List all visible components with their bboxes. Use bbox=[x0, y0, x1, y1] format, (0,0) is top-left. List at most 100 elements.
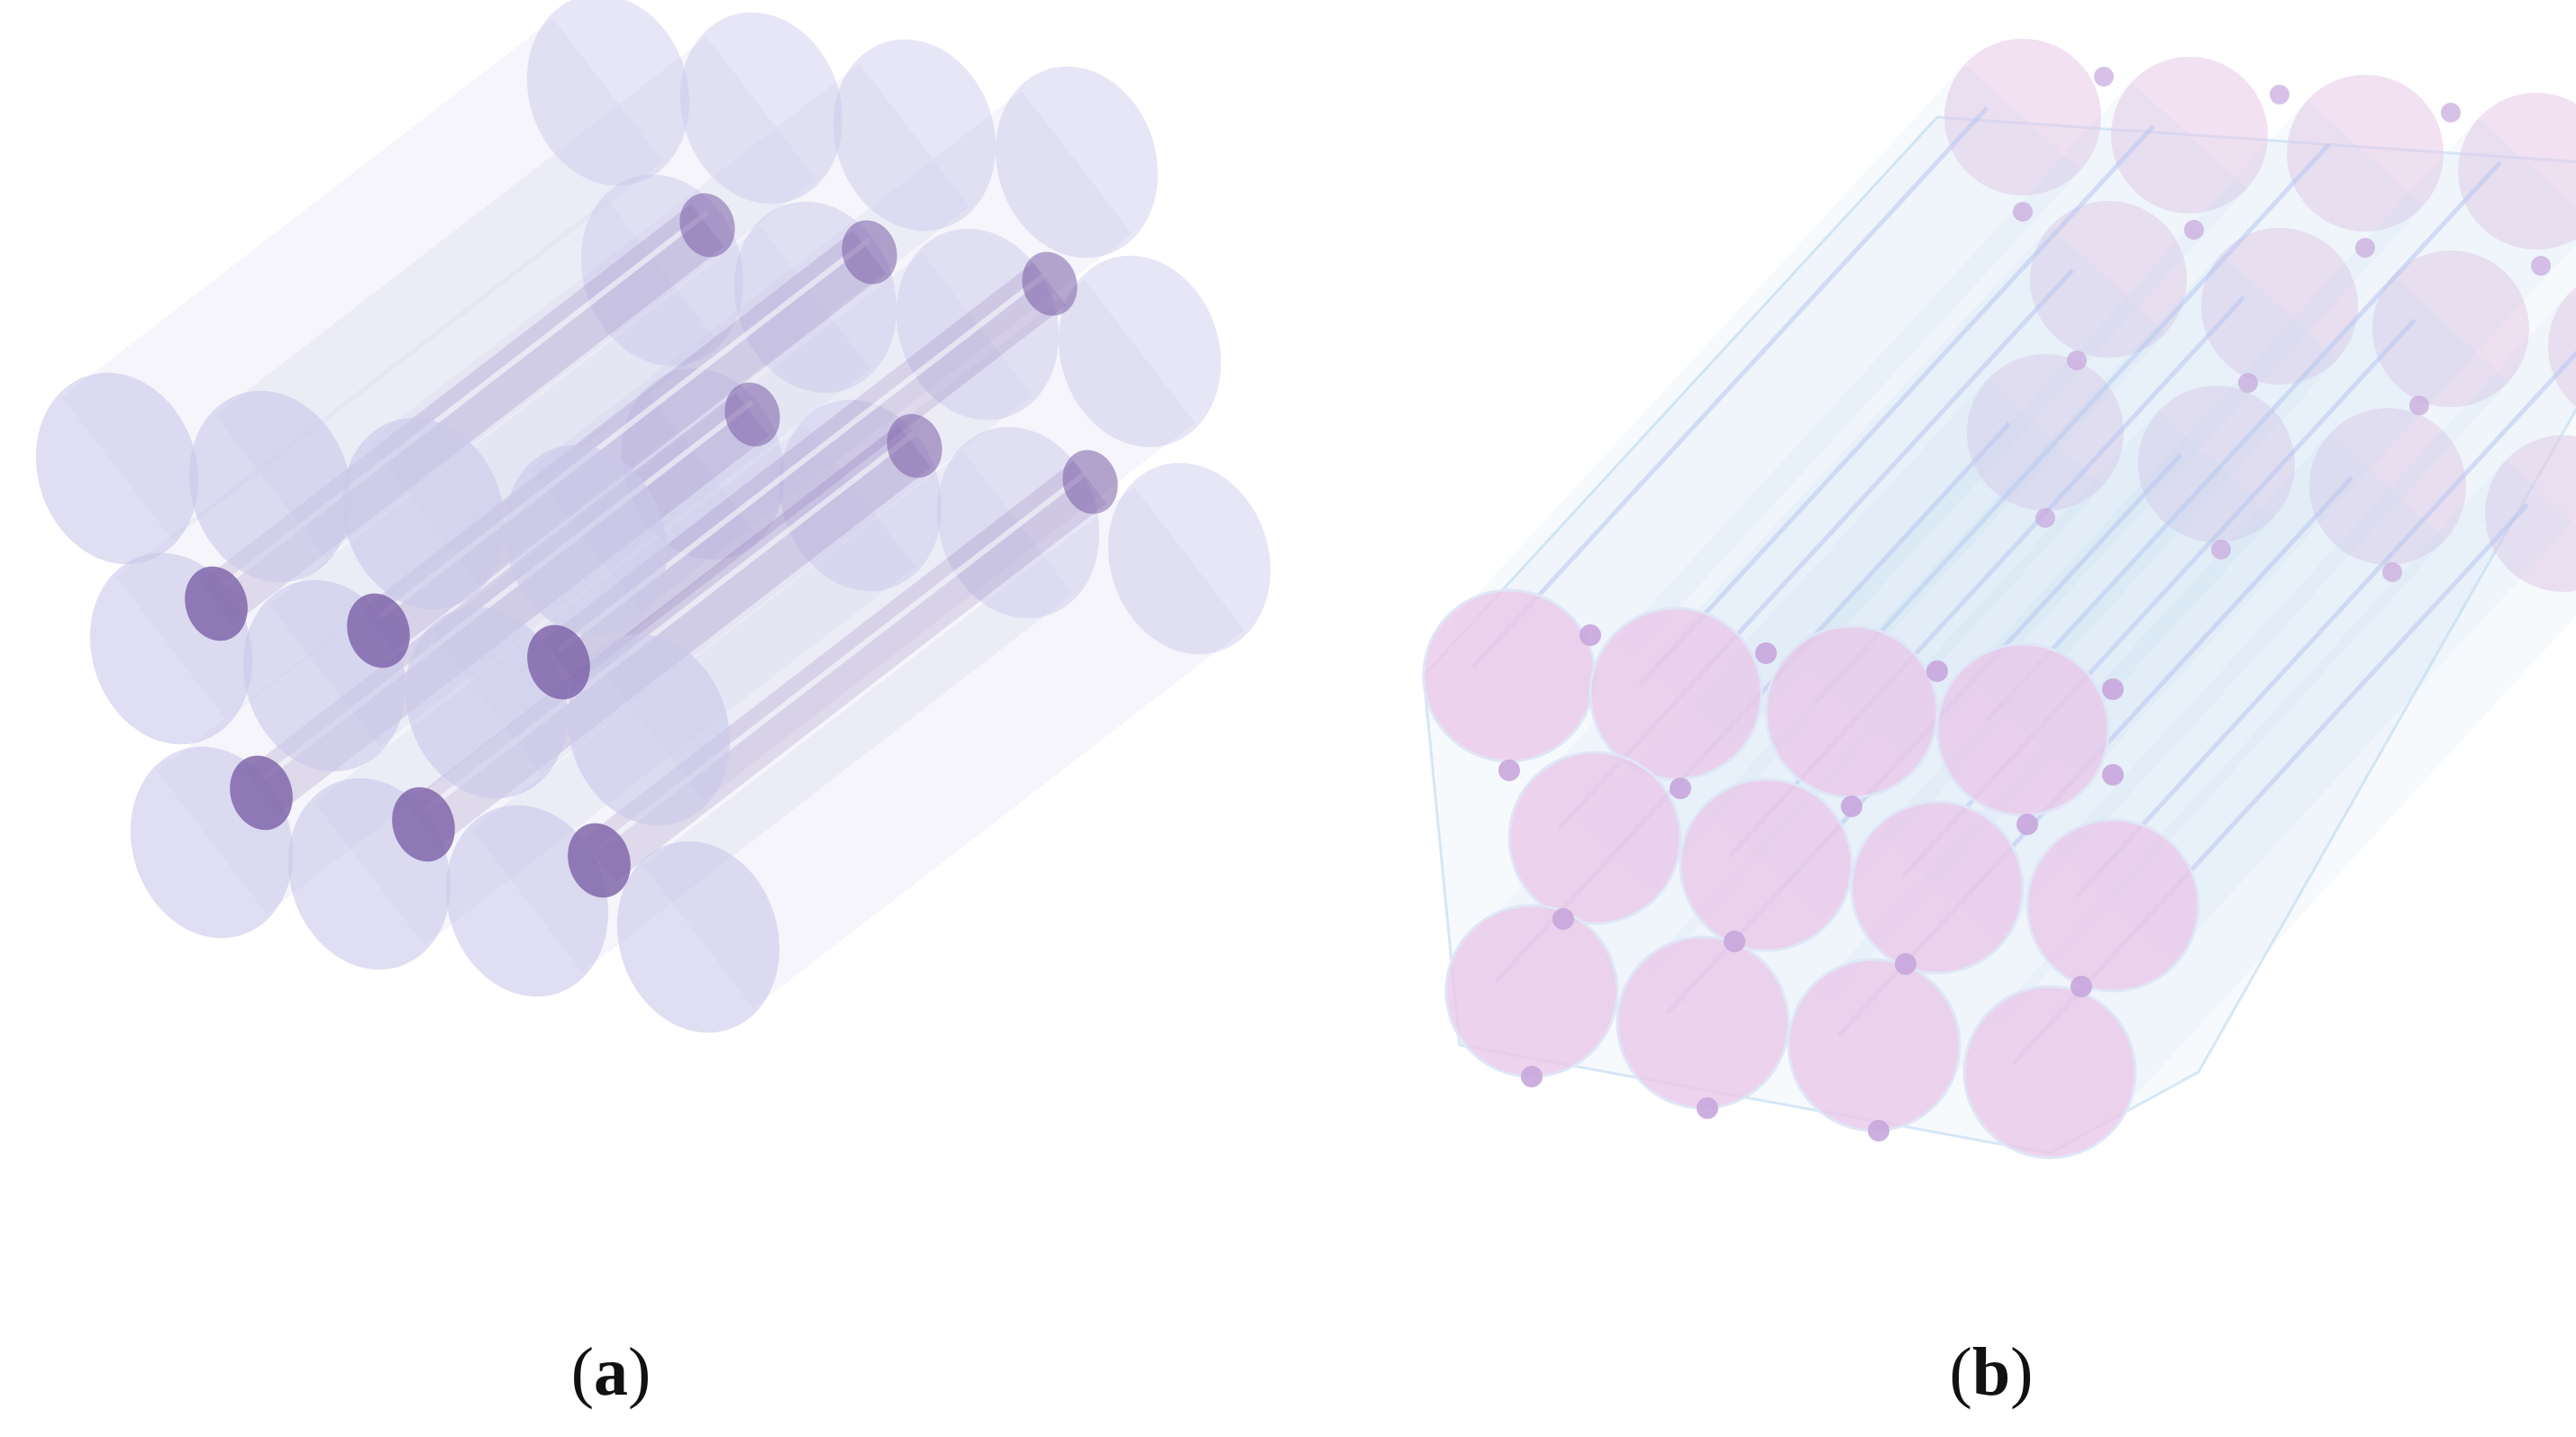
large-fiber-front-face bbox=[1444, 904, 1619, 1078]
large-fiber-front-face bbox=[405, 606, 569, 799]
large-fiber-back-face bbox=[2287, 75, 2444, 232]
large-fiber-back-face bbox=[1107, 462, 1271, 655]
large-fiber-front-face bbox=[1679, 778, 1853, 952]
small-fiber-front-face bbox=[1868, 1120, 1889, 1141]
small-fiber-front-face bbox=[1724, 931, 1745, 952]
small-fiber-back-face bbox=[2013, 202, 2033, 222]
small-fiber-back-face bbox=[887, 414, 942, 478]
large-fiber-front-face bbox=[1616, 935, 1790, 1110]
large-fiber-front-face bbox=[504, 444, 668, 637]
small-fiber-back-face bbox=[1062, 450, 1118, 514]
large-fiber-front-face bbox=[1507, 750, 1682, 925]
small-fiber-front-face bbox=[1670, 778, 1691, 799]
fiber-edge-line bbox=[1814, 142, 2331, 705]
large-fiber-front-face bbox=[1935, 642, 2110, 817]
panel-a-square-packing-illustration bbox=[35, 0, 1271, 1033]
small-fiber-back-face bbox=[2035, 508, 2055, 528]
large-fiber-back-face bbox=[1058, 255, 1222, 448]
small-fiber-front-face bbox=[1579, 624, 1601, 646]
large-fiber-front-face bbox=[1962, 985, 2137, 1160]
large-fiber-front-face bbox=[567, 633, 731, 826]
large-fiber-body bbox=[530, 90, 1133, 613]
large-fiber-body bbox=[1617, 81, 2248, 748]
large-fiber-body bbox=[593, 279, 1196, 802]
large-fiber-body bbox=[1793, 99, 2424, 766]
fiber-edge-line bbox=[1471, 106, 1989, 668]
large-fiber-body bbox=[368, 63, 970, 586]
small-fiber-back-face bbox=[2211, 540, 2231, 559]
large-fiber-back-face bbox=[2138, 386, 2295, 542]
large-fiber-back-face bbox=[2111, 57, 2268, 214]
small-fiber-back-face bbox=[2067, 350, 2087, 370]
small-fiber-back-face bbox=[2531, 256, 2551, 276]
large-fiber-body bbox=[61, 18, 664, 541]
large-fiber-back-face bbox=[1944, 39, 2101, 196]
large-fiber-body bbox=[1451, 63, 2081, 730]
large-fiber-back-face bbox=[2372, 250, 2529, 407]
small-fiber-front-face bbox=[2102, 678, 2124, 700]
fiber-edge-line bbox=[2075, 350, 2576, 898]
small-fiber-back-face bbox=[2382, 562, 2402, 582]
fiber-edge-line bbox=[1638, 124, 2155, 687]
small-fiber-front-face bbox=[1895, 953, 1916, 975]
large-fiber-body bbox=[642, 487, 1245, 1009]
small-fiber-back-face bbox=[1022, 251, 1078, 316]
large-fiber-front-face bbox=[445, 805, 609, 997]
small-fiber-back-face bbox=[724, 382, 780, 447]
small-fiber-front-face bbox=[392, 787, 455, 862]
small-fiber-front-face bbox=[1841, 796, 1862, 817]
large-fiber-front-face bbox=[35, 372, 199, 565]
large-fiber-body bbox=[2054, 293, 2576, 960]
small-fiber-front-face bbox=[347, 593, 410, 668]
small-fiber-back-face bbox=[2441, 103, 2461, 123]
small-fiber-front-face bbox=[527, 624, 590, 700]
small-fiber-back-face bbox=[679, 193, 735, 258]
panel-a-caption: (a) bbox=[570, 1334, 651, 1410]
large-fiber-back-face bbox=[2309, 408, 2466, 565]
large-fiber-back-face bbox=[833, 39, 997, 232]
large-fiber-back-face bbox=[2458, 93, 2576, 250]
small-fiber-front-face bbox=[1697, 1097, 1718, 1119]
large-fiber-front-face bbox=[1850, 800, 2025, 975]
small-fiber-back-face bbox=[842, 220, 897, 285]
small-fiber-front-face bbox=[185, 566, 248, 641]
large-fiber-front-face bbox=[341, 417, 505, 610]
small-fiber-back-face bbox=[2409, 396, 2429, 415]
large-fiber-body bbox=[1964, 117, 2576, 784]
small-fiber-back-face bbox=[2238, 373, 2258, 393]
large-fiber-front-face bbox=[1764, 624, 1939, 799]
large-fiber-front-face bbox=[1787, 958, 1962, 1132]
large-fiber-back-face bbox=[2485, 435, 2576, 592]
fiber-edge-line bbox=[1985, 160, 2502, 723]
large-fiber-front-face bbox=[188, 390, 352, 583]
large-fiber-back-face bbox=[526, 0, 690, 186]
small-fiber-front-face bbox=[230, 755, 293, 831]
small-fiber-front-face bbox=[1926, 660, 1948, 682]
panel-b-caption: (b) bbox=[1949, 1334, 2034, 1410]
large-fiber-front-face bbox=[2025, 818, 2200, 993]
panel-a-caption-letter: a bbox=[594, 1334, 628, 1410]
large-fiber-back-face bbox=[2030, 201, 2187, 358]
small-fiber-front-face bbox=[2071, 976, 2092, 997]
large-fiber-back-face bbox=[2201, 228, 2358, 385]
small-fiber-front-face bbox=[1755, 642, 1777, 664]
large-fiber-back-face bbox=[679, 12, 843, 205]
small-fiber-front-face bbox=[568, 823, 631, 898]
large-fiber-front-face bbox=[1422, 588, 1597, 763]
small-fiber-front-face bbox=[1498, 759, 1520, 781]
small-fiber-back-face bbox=[2184, 220, 2204, 240]
large-fiber-body bbox=[214, 36, 817, 559]
small-fiber-front-face bbox=[1521, 1066, 1543, 1087]
small-fiber-back-face bbox=[2355, 238, 2375, 258]
large-fiber-back-face bbox=[995, 66, 1159, 259]
small-fiber-front-face bbox=[2102, 764, 2124, 786]
large-fiber-front-face bbox=[616, 841, 780, 1033]
small-fiber-front-face bbox=[1552, 908, 1574, 930]
small-fiber-back-face bbox=[2270, 85, 2289, 105]
small-fiber-front-face bbox=[2016, 814, 2038, 835]
panel-b-caption-letter: b bbox=[1971, 1334, 2011, 1410]
small-fiber-back-face bbox=[2094, 67, 2114, 86]
panel-b-hexagonal-packing-illustration bbox=[1422, 39, 2576, 1160]
